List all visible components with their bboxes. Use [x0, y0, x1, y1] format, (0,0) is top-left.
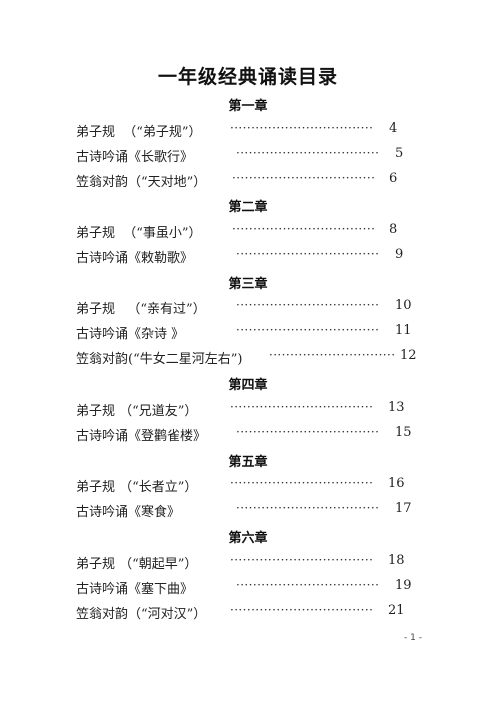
toc-dot-leader: ·································· — [230, 553, 374, 567]
toc-entry-title: 古诗吟诵《杂诗 》 — [76, 327, 185, 342]
toc-entry-title: 古诗吟诵《登鹳雀楼》 — [76, 429, 207, 444]
toc-entry-title: 弟子规 （“长者立”） — [76, 480, 198, 495]
toc-page-number: 5 — [395, 146, 404, 161]
toc-dot-leader: ·································· — [236, 247, 380, 261]
toc-dot-leader: ·································· — [236, 578, 380, 592]
toc-entry-title: 弟子规 （“亲有过”） — [76, 302, 206, 317]
chapter-heading-3: 第三章 — [228, 277, 268, 292]
toc-page-number: 17 — [395, 501, 412, 516]
toc-page-number: 6 — [389, 171, 398, 186]
toc-dot-leader: ·································· — [232, 171, 376, 185]
toc-page-number: 21 — [388, 603, 405, 618]
toc-dot-leader: ·································· — [236, 146, 380, 160]
toc-page-number: 9 — [395, 247, 404, 262]
toc-dot-leader: ·································· — [230, 476, 374, 490]
toc-entry-title: 笠翁对韵（“河对汉”） — [76, 607, 207, 622]
toc-entry-title: 笠翁对韵（“天对地”） — [76, 175, 207, 190]
page-footer-number: - 1 - — [404, 633, 422, 643]
page-title: 一年级经典诵读目录 — [157, 66, 338, 88]
chapter-heading-6: 第六章 — [228, 531, 268, 546]
toc-page-number: 13 — [388, 400, 405, 415]
toc-entry-title: 古诗吟诵《塞下曲》 — [76, 582, 194, 597]
toc-dot-leader: ·································· — [230, 603, 374, 617]
toc-page-number: 19 — [395, 578, 412, 593]
toc-dot-leader: ······························ — [269, 348, 396, 362]
toc-dot-leader: ·································· — [230, 400, 374, 414]
toc-page-number: 12 — [400, 348, 417, 363]
toc-entry-title: 古诗吟诵《敕勒歌》 — [76, 251, 194, 266]
toc-page-number: 8 — [389, 222, 398, 237]
toc-entry-title: 弟子规 （“兄道友”） — [76, 404, 198, 419]
chapter-heading-1: 第一章 — [228, 99, 268, 114]
toc-entry-title: 弟子规 （“事虽小”） — [76, 226, 202, 241]
toc-dot-leader: ·································· — [236, 501, 380, 515]
toc-entry-title: 弟子规 （“弟子规”） — [76, 125, 202, 140]
toc-page-number: 10 — [395, 298, 412, 313]
toc-entry-title: 笠翁对韵(“牛女二星河左右”) — [76, 352, 243, 367]
toc-dot-leader: ·································· — [236, 425, 380, 439]
toc-dot-leader: ·································· — [232, 222, 376, 236]
toc-page-number: 11 — [395, 323, 412, 338]
toc-page-number: 16 — [388, 476, 405, 491]
toc-page-number: 18 — [388, 553, 405, 568]
toc-page-number: 4 — [389, 121, 398, 136]
toc-entry-title: 古诗吟诵《长歌行》 — [76, 150, 194, 165]
toc-dot-leader: ·································· — [236, 323, 380, 337]
toc-entry-title: 古诗吟诵《寒食》 — [76, 505, 181, 520]
toc-dot-leader: ·································· — [236, 298, 380, 312]
toc-entry-title: 弟子规 （“朝起早”） — [76, 557, 198, 572]
toc-page-number: 15 — [395, 425, 412, 440]
chapter-heading-5: 第五章 — [228, 455, 268, 470]
chapter-heading-4: 第四章 — [228, 378, 268, 393]
chapter-heading-2: 第二章 — [228, 200, 268, 215]
toc-dot-leader: ·································· — [230, 121, 374, 135]
